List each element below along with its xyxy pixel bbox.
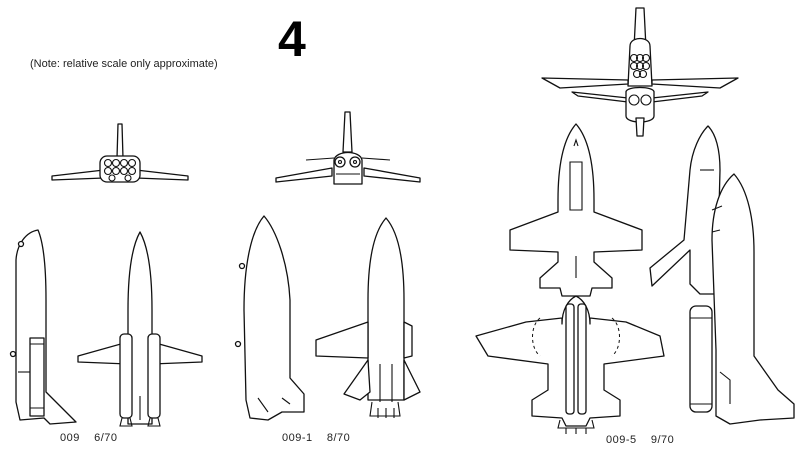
config-009-1-top-view [315, 217, 421, 418]
config-009-1-front-view [275, 111, 421, 185]
caption-009: 009 6/70 [60, 432, 118, 444]
caption-009-5-id: 009-5 [606, 434, 637, 446]
config-009-5-side-view [649, 125, 795, 425]
caption-009-5-date: 9/70 [650, 434, 675, 446]
config-009-front-view [51, 123, 189, 183]
caption-009-id: 009 [60, 432, 80, 444]
config-009-5-front-view [541, 7, 739, 137]
scale-note: (Note: relative scale only approximate) [30, 58, 218, 70]
config-009-5-top-view [475, 123, 665, 434]
caption-009-1: 009-1 8/70 [282, 432, 350, 444]
config-009-side-view [9, 229, 77, 425]
config-009-1-side-view [234, 215, 305, 421]
caption-009-date: 6/70 [94, 432, 118, 444]
caption-009-1-id: 009-1 [282, 432, 313, 444]
page-number: 4 [278, 11, 306, 67]
caption-009-5: 009-5 9/70 [606, 434, 674, 446]
config-009-top-view [77, 231, 203, 427]
caption-009-1-date: 8/70 [326, 432, 351, 444]
